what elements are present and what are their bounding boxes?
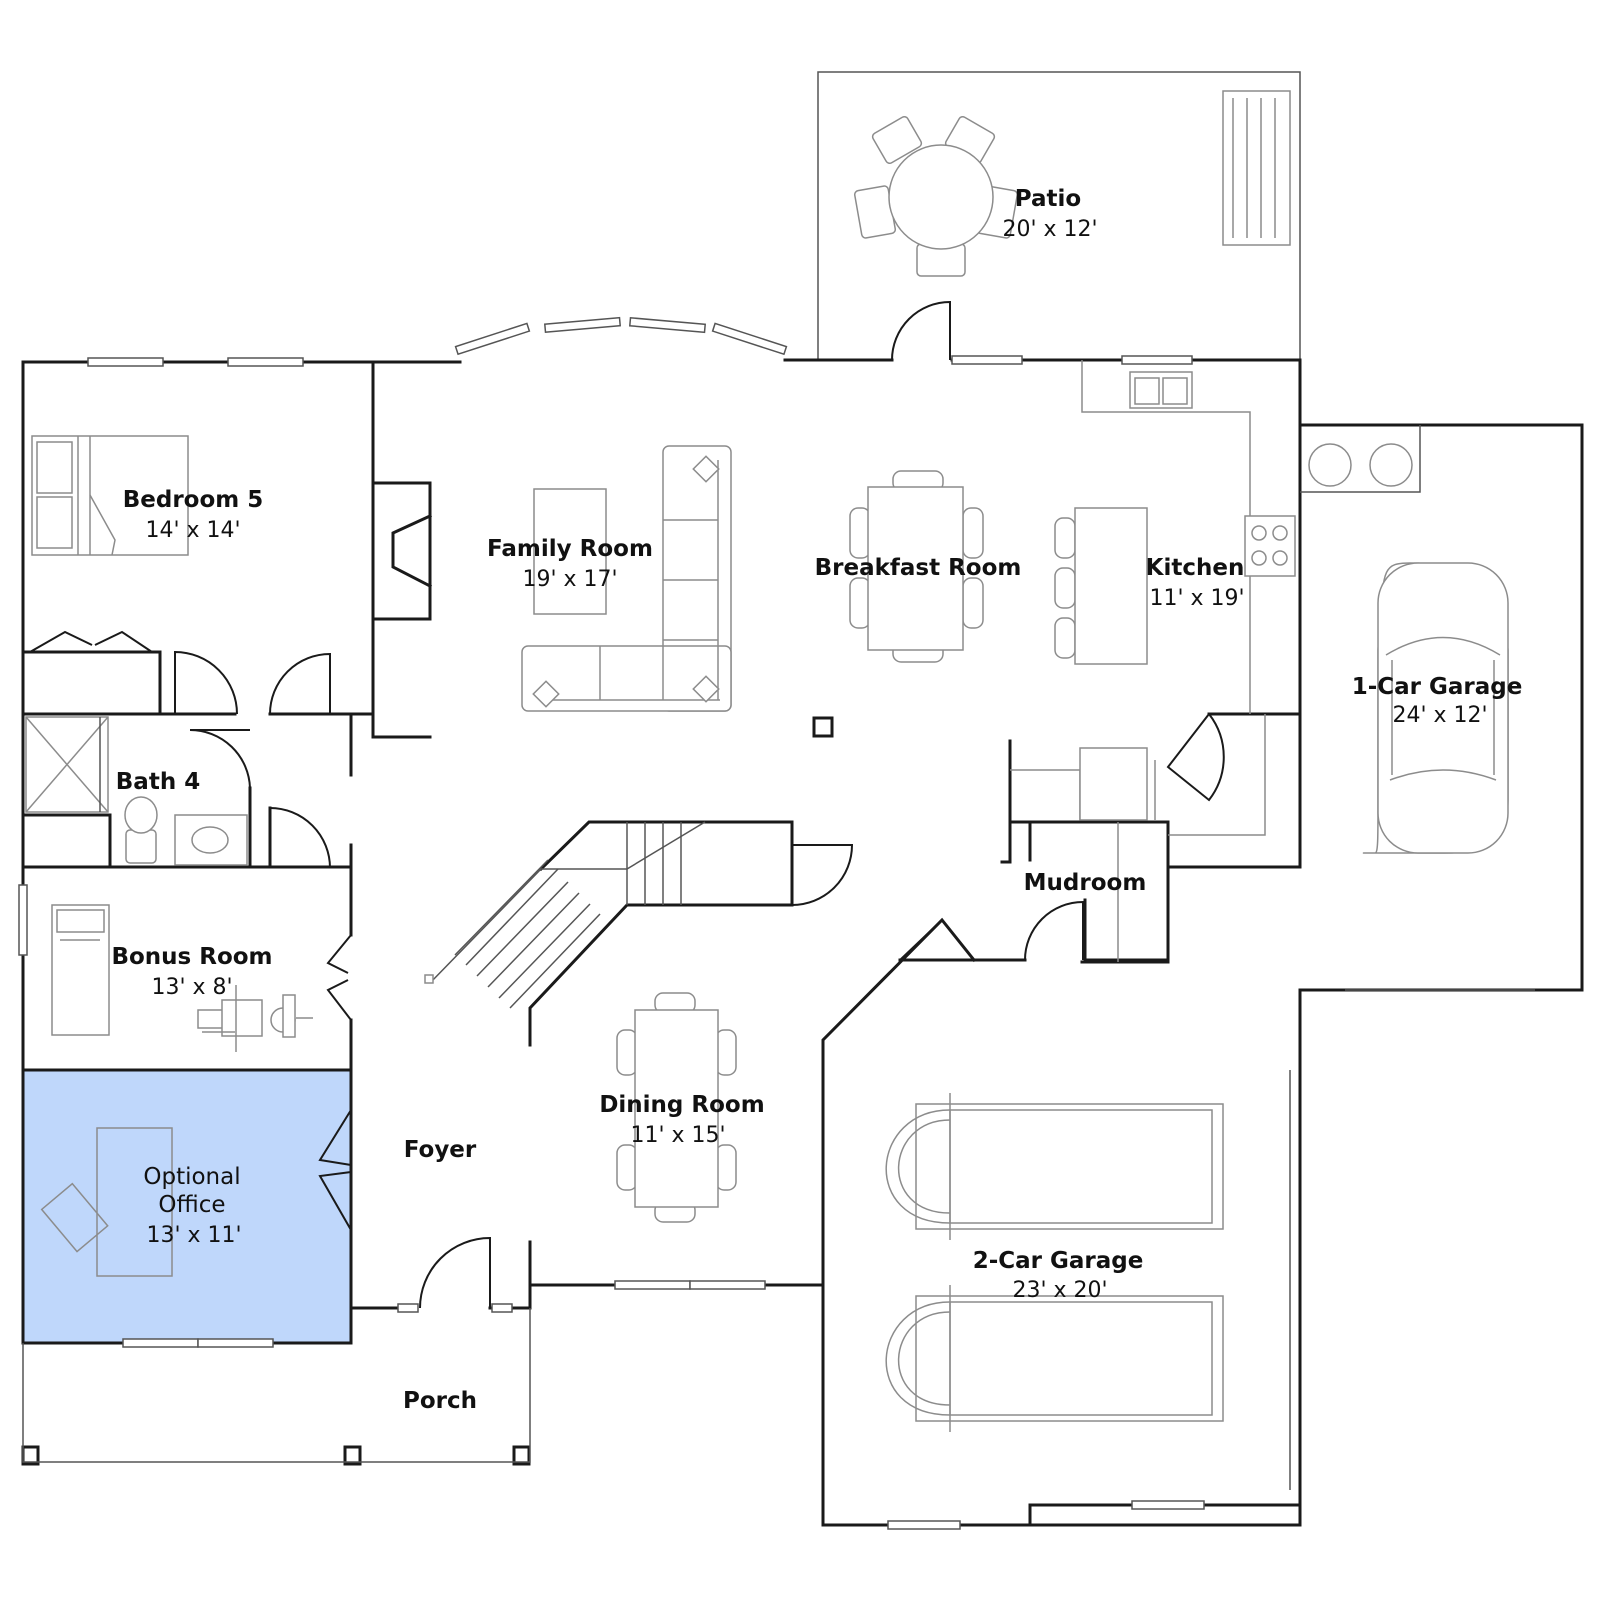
optional-office-label-line2: Office [158, 1192, 225, 1218]
optional-office-dims: 13' x 11' [146, 1223, 241, 1248]
dining-table [616, 992, 737, 1223]
bed [31, 435, 189, 556]
bedroom5-dims: 14' x 14' [145, 518, 240, 543]
foyer-label: Foyer [404, 1137, 477, 1163]
one-car-garage-label: 1-Car Garage [1352, 674, 1523, 700]
patio-label: Patio [1015, 186, 1081, 212]
optional-office-label-line1: Optional [143, 1164, 240, 1190]
patio-area [817, 71, 1301, 360]
mudroom-label: Mudroom [1024, 870, 1147, 896]
two-car-garage-label: 2-Car Garage [973, 1248, 1144, 1274]
family-room-label: Family Room [487, 536, 653, 562]
one-car-garage-dims: 24' x 12' [1392, 703, 1487, 728]
kitchen-label: Kitchen [1146, 555, 1245, 581]
kitchen-dims: 11' x 19' [1149, 586, 1244, 611]
doors [29, 300, 1225, 1309]
stairs [424, 821, 706, 1009]
kitchen-fixtures [1010, 360, 1296, 962]
family-room-furniture [521, 445, 732, 712]
two-car-garage-contents [885, 1093, 1224, 1432]
dining-room-dims: 11' x 15' [630, 1123, 725, 1148]
bedroom5-label: Bedroom 5 [123, 487, 264, 513]
one-car-garage-contents [1300, 425, 1509, 854]
windows [18, 316, 1205, 1530]
bath-fixtures [25, 716, 248, 866]
room-labels: Patio 20' x 12' Bedroom 5 14' x 14' Fami… [111, 186, 1522, 1414]
bath4-label: Bath 4 [116, 769, 200, 795]
patio-table [853, 115, 1019, 277]
porch-label: Porch [403, 1388, 477, 1414]
walls [21, 358, 1584, 1527]
dining-room-label: Dining Room [599, 1092, 764, 1118]
patio-dims: 20' x 12' [1002, 217, 1097, 242]
breakfast-room-label: Breakfast Room [815, 555, 1022, 581]
family-room-dims: 19' x 17' [522, 567, 617, 592]
breakfast-table [849, 470, 984, 663]
bonus-room-furniture [51, 904, 313, 1052]
porch-outline [22, 1308, 531, 1463]
office-furniture [40, 1127, 173, 1277]
two-car-garage-dims: 23' x 20' [1012, 1278, 1107, 1303]
optional-office-highlight[interactable] [21, 1068, 353, 1345]
bonus-room-label: Bonus Room [111, 944, 272, 970]
bonus-room-dims: 13' x 8' [151, 975, 232, 1000]
